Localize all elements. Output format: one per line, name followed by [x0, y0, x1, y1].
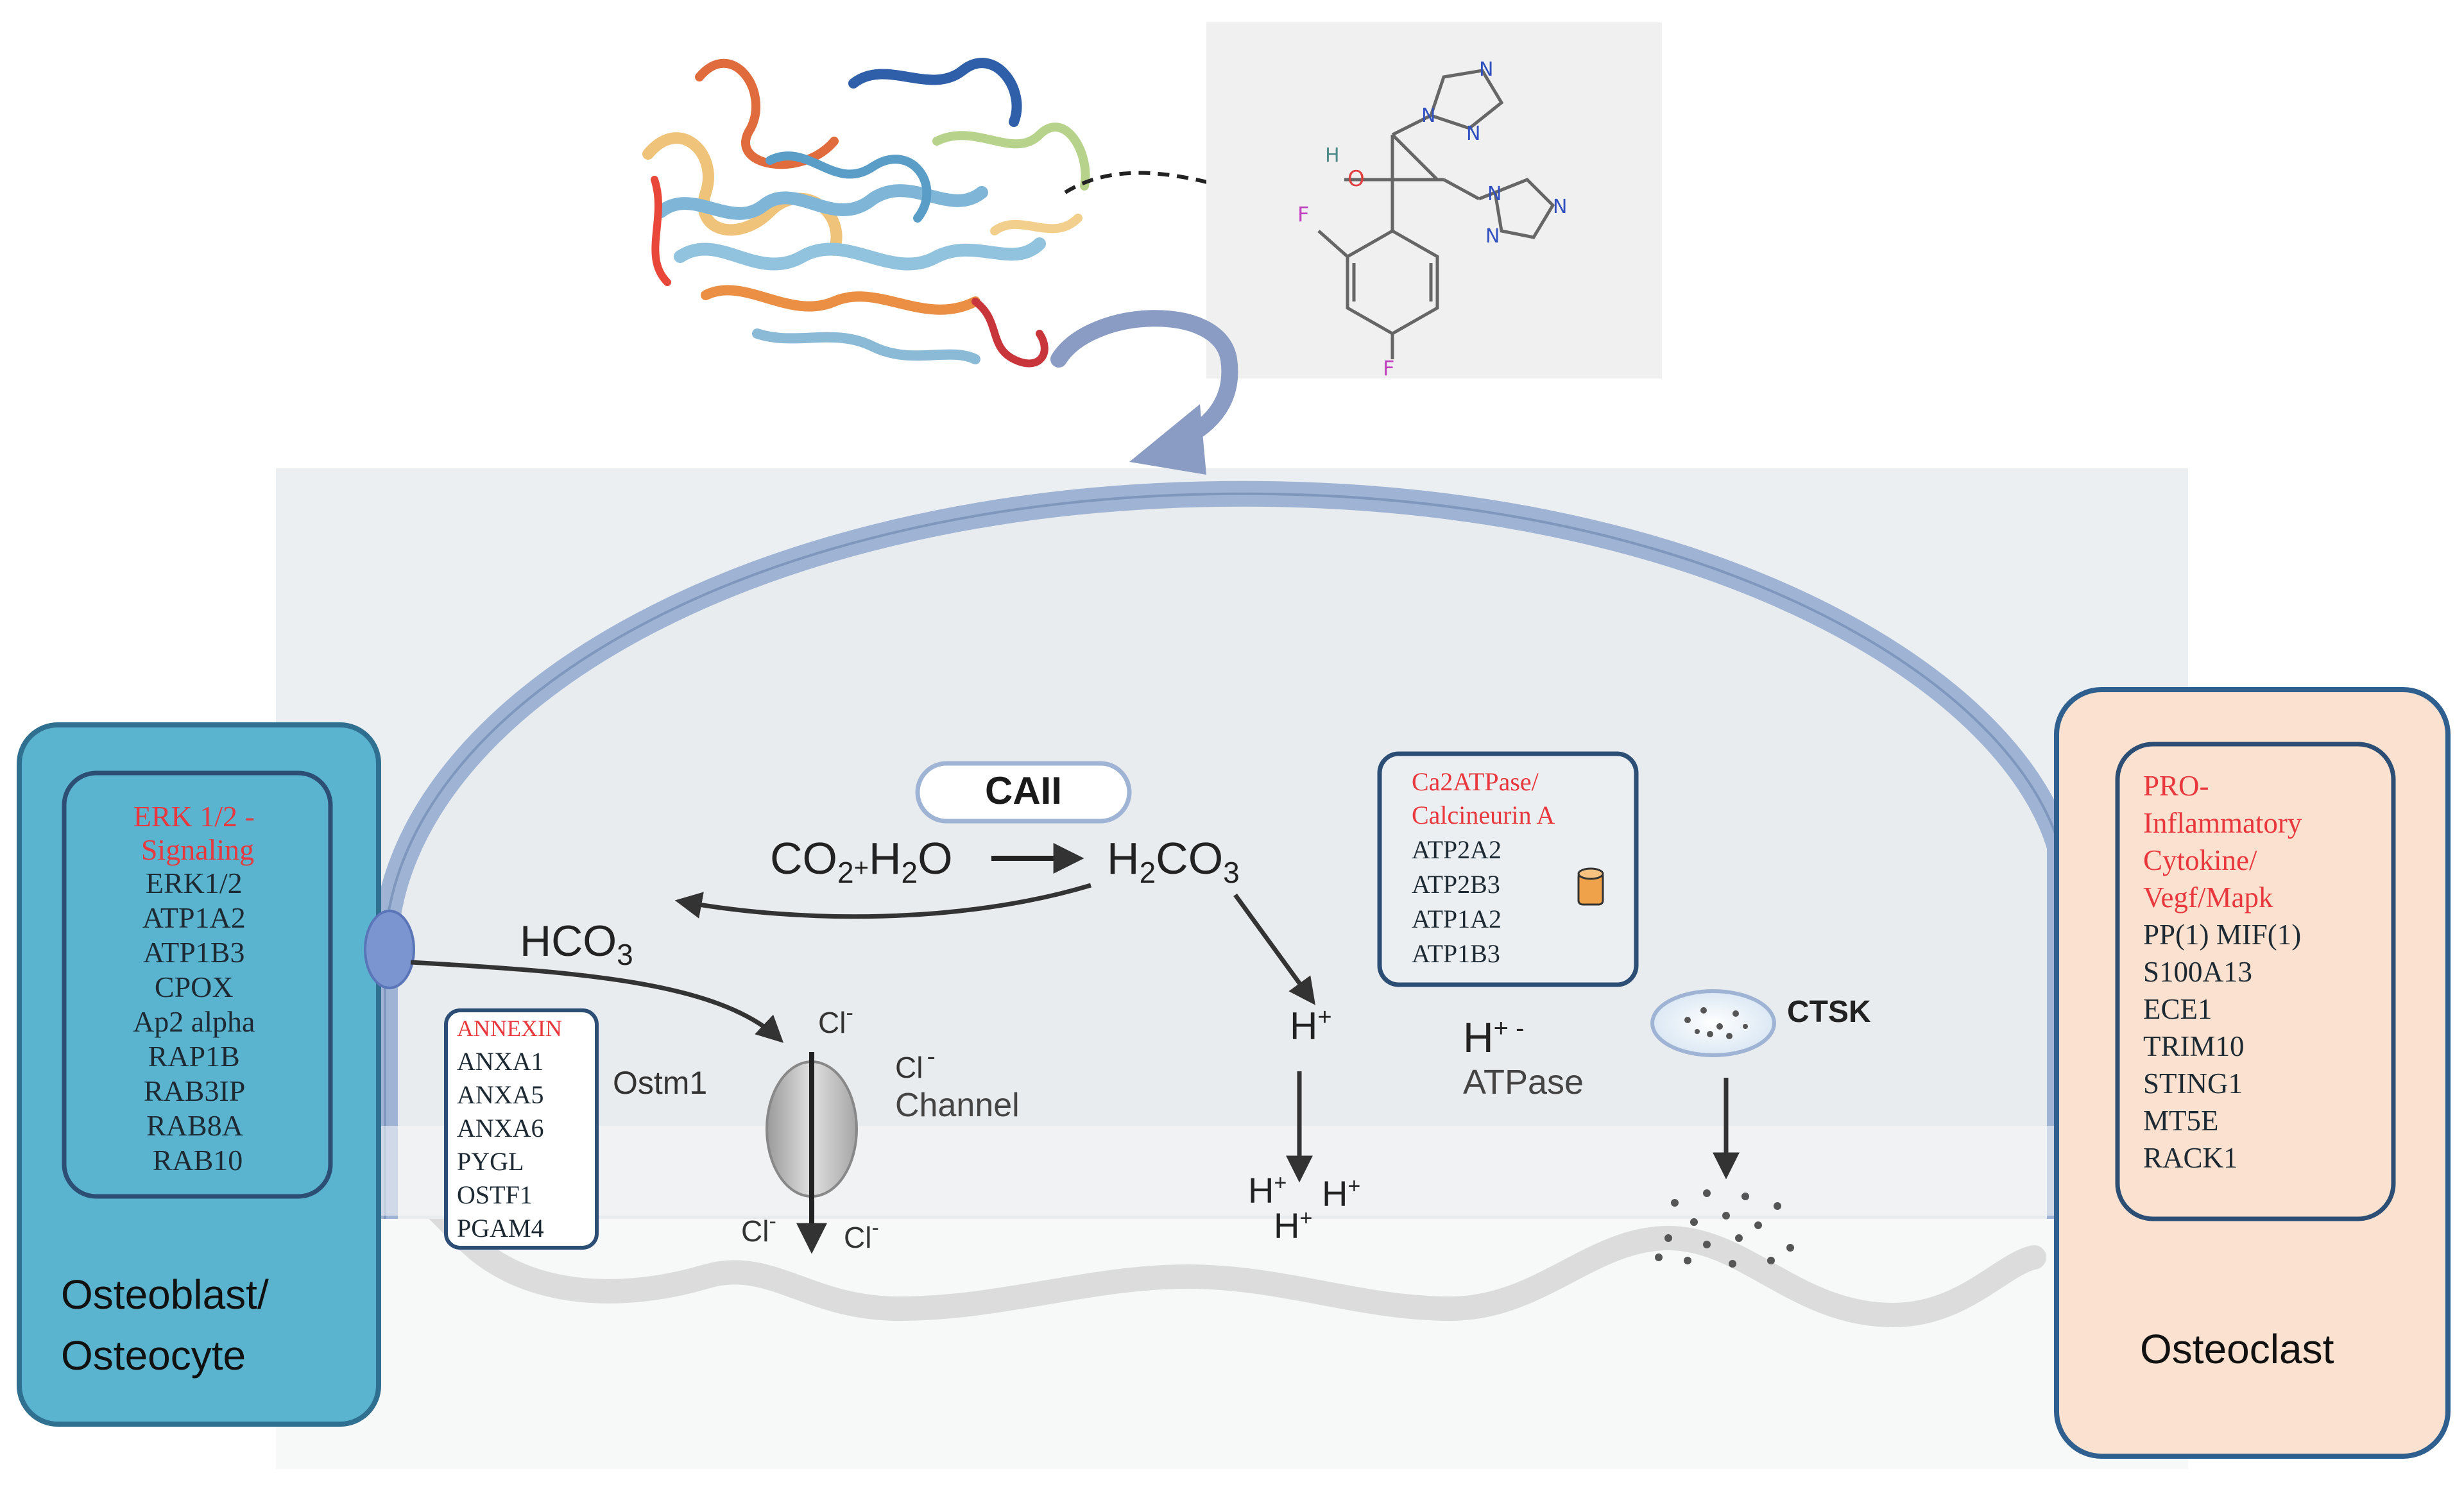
bicarbonate-exchanger	[364, 910, 415, 989]
proton-release-arrow	[1233, 893, 1315, 1005]
nitrogen-label: N	[1421, 105, 1435, 127]
osteoblast-gene-list: ERK1/2 ATP1A2 ATP1B3 CPOX Ap2 alpha RAP1…	[133, 867, 262, 1177]
caii-label: CAII	[985, 769, 1062, 812]
released-enzyme-dots	[1655, 1189, 1794, 1268]
osteoclast-cell: PRO- Inflammatory Cytokine/ Vegf/Mapk PP…	[2054, 687, 2451, 1459]
chloride-ion-label: Cl-	[844, 1216, 879, 1254]
bicarbonate-arrow	[674, 883, 1092, 919]
caii-enzyme-pill: CAII	[915, 761, 1132, 824]
chloride-channel	[766, 1052, 858, 1254]
calcium-cylinder-icon	[1577, 867, 1604, 906]
calcium-heading: Ca2ATPase/ Calcineurin A	[1412, 767, 1555, 829]
fluorine-label-1: F	[1297, 202, 1309, 226]
proton-atpase-label: H+ -	[1463, 1014, 1524, 1061]
reaction-equation: CO2+H2O	[770, 833, 953, 889]
osteoblast-heading: ERK 1/2 - Signaling	[133, 800, 262, 866]
osteoclast-heading: PRO- Inflammatory Cytokine/ Vegf/Mapk	[2143, 770, 2309, 913]
osteoclast-cell-label: Osteoclast	[2140, 1326, 2334, 1372]
nitrogen-label: N	[1479, 58, 1493, 81]
carbonic-acid: H2CO3	[1107, 833, 1240, 889]
fluorine-label-2: F	[1383, 356, 1394, 380]
chloride-ion-label: Cl-	[741, 1209, 776, 1248]
proton-label: H+	[1248, 1170, 1287, 1211]
bicarbonate-label: HCO3	[520, 917, 633, 971]
bone-surface-wave	[373, 1181, 2046, 1328]
nitrogen-label: N	[1553, 196, 1567, 218]
annexin-heading: ANNEXIN	[457, 1015, 562, 1041]
ctsk-label: CTSK	[1787, 995, 1871, 1029]
ostm1-label: Ostm1	[613, 1065, 707, 1101]
nitrogen-label: N	[1487, 183, 1502, 205]
proton-atpase-label: ATPase	[1463, 1063, 1584, 1101]
nitrogen-label: N	[1466, 123, 1480, 145]
cell-membrane	[372, 480, 2073, 1219]
chloride-channel-label: Channel	[895, 1087, 1020, 1124]
osteoblast-cell: ERK 1/2 - Signaling ERK1/2 ATP1A2 ATP1B3…	[17, 722, 381, 1427]
nitrogen-label: N	[1485, 225, 1500, 248]
chloride-ion-label: Cl-	[818, 1001, 853, 1039]
calcium-atpase-box: Ca2ATPase/ Calcineurin A ATP2A2 ATP2B3 A…	[1377, 751, 1639, 987]
proton-label: H+	[1274, 1205, 1312, 1246]
chloride-ion-label: Cl-	[895, 1042, 936, 1084]
osteoblast-cell-label: Osteoblast/ Osteocyte	[61, 1271, 280, 1379]
annexin-gene-list: ANXA1 ANXA5 ANXA6 PYGL OSTF1 PGAM4	[457, 1047, 551, 1243]
proton-label: H+	[1322, 1173, 1360, 1214]
hydrogen-label: H	[1325, 144, 1340, 167]
fluconazole-structure-panel: O H F F N N N N N N	[1206, 22, 1662, 380]
calcium-gene-list: ATP2A2 ATP2B3 ATP1A2 ATP1B3	[1412, 835, 1508, 968]
proton-label: H+	[1290, 1004, 1332, 1048]
exchanger-arrow	[410, 960, 784, 1043]
entry-curved-arrow	[1050, 310, 1238, 475]
ctsk-vesicle-icon	[1650, 989, 1776, 1057]
annexin-box: ANNEXIN ANXA1 ANXA5 ANXA6 PYGL OSTF1 PGA…	[444, 1008, 599, 1250]
caii-protein-structure	[642, 58, 1090, 368]
osteoclast-gene-list: PP(1) MIF(1) S100A13 ECE1 TRIM10 STING1 …	[2143, 919, 2309, 1174]
oxygen-label: O	[1348, 166, 1365, 192]
